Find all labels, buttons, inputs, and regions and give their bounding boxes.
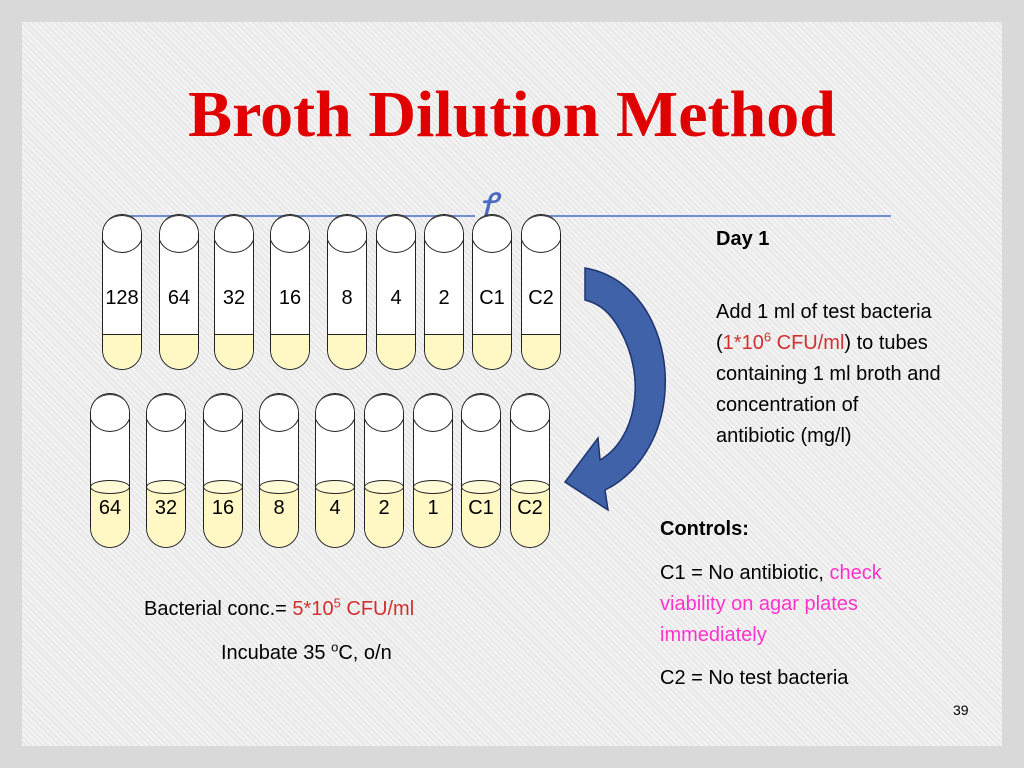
bottom-row-tube bbox=[146, 393, 186, 548]
bottom-row-tube-label: 8 bbox=[273, 497, 285, 519]
bottom-row-tube bbox=[259, 393, 299, 548]
bottom-row-tube-label: C1 bbox=[468, 497, 494, 519]
tube-liquid bbox=[103, 334, 141, 369]
top-row-tube-label: C2 bbox=[528, 287, 554, 309]
tube-mouth bbox=[103, 215, 141, 253]
tube-mouth bbox=[215, 215, 253, 253]
tube-mouth bbox=[271, 215, 309, 253]
tube-liquid bbox=[365, 487, 403, 547]
top-row-tube-label: 4 bbox=[390, 287, 402, 309]
controls-heading: Controls: bbox=[660, 518, 749, 540]
bacterial-conc: Bacterial conc.= 5*105 CFU/ml bbox=[144, 595, 415, 620]
tube-liquid bbox=[473, 334, 511, 369]
tube-liquid-surface bbox=[204, 480, 242, 494]
title-rule-left bbox=[130, 215, 475, 217]
top-row-tube bbox=[159, 214, 199, 370]
top-row-tube bbox=[376, 214, 416, 370]
day1-heading: Day 1 bbox=[716, 228, 770, 250]
top-row-tube bbox=[521, 214, 561, 370]
tube-liquid bbox=[160, 334, 198, 369]
tube-mouth bbox=[473, 215, 511, 253]
tube-liquid bbox=[147, 487, 185, 547]
tube-liquid bbox=[316, 487, 354, 547]
tube-liquid-surface bbox=[511, 480, 549, 494]
top-row-tube-label: 128 bbox=[105, 287, 139, 309]
tube-mouth bbox=[377, 215, 415, 253]
bottom-row-tube-label: C2 bbox=[517, 497, 543, 519]
curved-arrow-icon bbox=[563, 267, 667, 512]
bottom-row-tube bbox=[364, 393, 404, 548]
tube-liquid-surface bbox=[414, 480, 452, 494]
bottom-row-tube bbox=[90, 393, 130, 548]
bottom-row-tube bbox=[413, 393, 453, 548]
tube-mouth bbox=[204, 394, 242, 432]
tube-mouth bbox=[425, 215, 463, 253]
tube-mouth bbox=[414, 394, 452, 432]
tube-mouth bbox=[522, 215, 560, 253]
bottom-row-tube bbox=[461, 393, 501, 548]
tube-liquid-surface bbox=[260, 480, 298, 494]
top-row-tube-label: 64 bbox=[167, 287, 191, 309]
tube-mouth bbox=[160, 215, 198, 253]
tube-liquid bbox=[414, 487, 452, 547]
bottom-row-tube bbox=[203, 393, 243, 548]
tube-liquid bbox=[215, 334, 253, 369]
bottom-row-tube-label: 2 bbox=[378, 497, 390, 519]
tube-mouth bbox=[462, 394, 500, 432]
bottom-row-tube bbox=[315, 393, 355, 548]
tube-mouth bbox=[328, 215, 366, 253]
top-row-tube-label: 8 bbox=[341, 287, 353, 309]
tube-mouth bbox=[91, 394, 129, 432]
bottom-row-tube bbox=[510, 393, 550, 548]
controls-c2: C2 = No test bacteria bbox=[660, 667, 849, 689]
tube-liquid bbox=[425, 334, 463, 369]
day1-description: Add 1 ml of test bacteria (1*106 CFU/ml)… bbox=[716, 301, 941, 447]
slide-title: Broth Dilution Method bbox=[188, 78, 836, 151]
page-number: 39 bbox=[953, 702, 969, 718]
tube-liquid bbox=[462, 487, 500, 547]
tube-liquid bbox=[511, 487, 549, 547]
bottom-row-tube-label: 16 bbox=[211, 497, 235, 519]
tube-liquid-surface bbox=[147, 480, 185, 494]
bottom-row-tube-label: 32 bbox=[154, 497, 178, 519]
tube-liquid bbox=[522, 334, 560, 369]
tube-mouth bbox=[147, 394, 185, 432]
top-row-tube bbox=[270, 214, 310, 370]
tube-mouth bbox=[260, 394, 298, 432]
bottom-row-tube-label: 64 bbox=[98, 497, 122, 519]
title-rule-right bbox=[548, 215, 891, 217]
incubate-note: Incubate 35 oC, o/n bbox=[221, 639, 392, 664]
tube-liquid bbox=[260, 487, 298, 547]
tube-liquid-surface bbox=[316, 480, 354, 494]
tube-liquid-surface bbox=[365, 480, 403, 494]
top-row-tube-label: 32 bbox=[222, 287, 246, 309]
bottom-row-tube-label: 4 bbox=[329, 497, 341, 519]
tube-liquid-surface bbox=[462, 480, 500, 494]
bottom-row-tube-label: 1 bbox=[427, 497, 439, 519]
slide-background bbox=[22, 22, 1002, 746]
top-row-tube bbox=[102, 214, 142, 370]
top-row-tube bbox=[214, 214, 254, 370]
tube-liquid bbox=[328, 334, 366, 369]
top-row-tube-label: 16 bbox=[278, 287, 302, 309]
controls-c1: C1 = No antibiotic, check viability on a… bbox=[660, 562, 882, 646]
top-row-tube bbox=[327, 214, 367, 370]
tube-mouth bbox=[511, 394, 549, 432]
tube-liquid bbox=[377, 334, 415, 369]
tube-liquid bbox=[271, 334, 309, 369]
top-row-tube bbox=[472, 214, 512, 370]
tube-liquid bbox=[204, 487, 242, 547]
tube-liquid-surface bbox=[91, 480, 129, 494]
top-row-tube-label: C1 bbox=[479, 287, 505, 309]
top-row-tube-label: 2 bbox=[438, 287, 450, 309]
tube-mouth bbox=[365, 394, 403, 432]
tube-liquid bbox=[91, 487, 129, 547]
tube-mouth bbox=[316, 394, 354, 432]
top-row-tube bbox=[424, 214, 464, 370]
